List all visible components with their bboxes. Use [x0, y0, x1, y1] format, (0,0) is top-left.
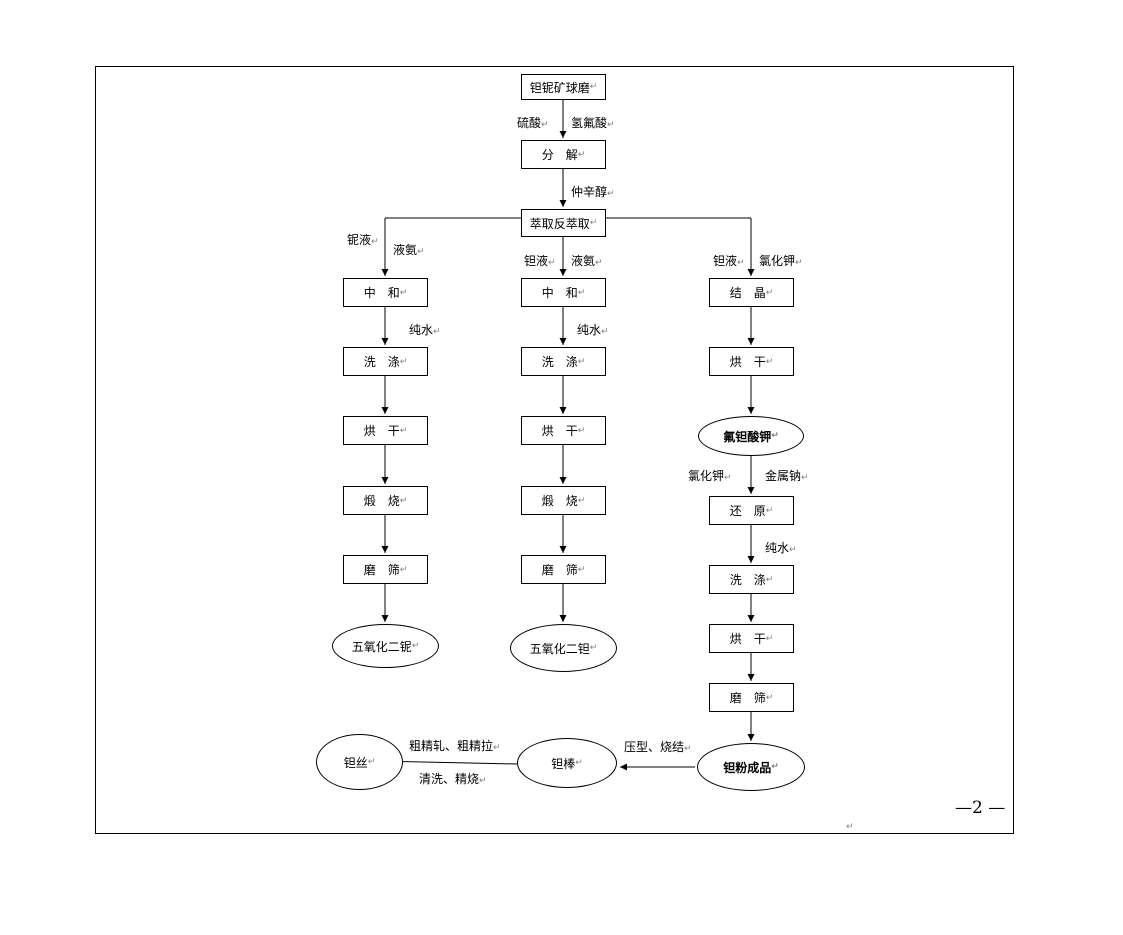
label-pure-water-k: 纯水↵	[765, 541, 797, 555]
node-ta-wire: 钽丝↵	[316, 734, 403, 790]
node-ta-calcine: 煅 烧↵	[521, 486, 606, 515]
node-ore-milling: 钽铌矿球磨↵	[521, 74, 606, 100]
label-press-sinter: 压型、烧结↵	[624, 740, 692, 754]
label-ammonia-nb: 液氨↵	[393, 243, 425, 257]
node-ta-grind: 磨 筛↵	[521, 555, 606, 584]
node-nb-calcine: 煅 烧↵	[343, 486, 428, 515]
label-pure-water-nb: 纯水↵	[409, 323, 441, 337]
node-extraction: 萃取反萃取↵	[521, 209, 606, 237]
node-ta-dry: 烘 干↵	[521, 416, 606, 445]
node-k-dry-2: 烘 干↵	[709, 624, 794, 653]
label-nb-liquor: 铌液↵	[347, 233, 379, 247]
node-decompose: 分 解↵	[521, 140, 606, 169]
page-frame	[95, 66, 1014, 834]
label-metallic-sodium: 金属钠↵	[765, 469, 809, 483]
label-hydrofluoric-acid: 氢氟酸↵	[571, 116, 615, 130]
label-sulfuric-acid: 硫酸↵	[517, 116, 549, 130]
label-pure-water-ta: 纯水↵	[577, 323, 609, 337]
page-number: —2 —	[955, 798, 1006, 818]
label-rolling-drawing: 粗精轧、粗精拉↵	[409, 739, 501, 753]
label-ammonia-ta: 液氨↵	[571, 254, 603, 268]
node-k-grind: 磨 筛↵	[709, 683, 794, 712]
label-octanol: 仲辛醇↵	[571, 185, 615, 199]
label-potassium-chloride-2: 氯化钾↵	[688, 469, 732, 483]
node-nb-grind: 磨 筛↵	[343, 555, 428, 584]
node-k-dry: 烘 干↵	[709, 347, 794, 376]
node-nb-neutralize: 中 和↵	[343, 278, 428, 307]
node-nb-wash: 洗 涤↵	[343, 347, 428, 376]
node-ta-neutralize: 中 和↵	[521, 278, 606, 307]
label-ta-liquor-k: 钽液↵	[713, 254, 745, 268]
paragraph-end-mark: ↵	[846, 822, 854, 832]
node-k-crystallize: 结 晶↵	[709, 278, 794, 307]
node-k-fluorotantalate: 氟钽酸钾↵	[698, 416, 804, 456]
node-k-wash: 洗 涤↵	[709, 565, 794, 594]
node-ta-powder-product: 钽粉成品↵	[697, 743, 805, 791]
label-potassium-chloride: 氯化钾↵	[759, 254, 803, 268]
label-ta-liquor: 钽液↵	[524, 254, 556, 268]
node-ta-wash: 洗 涤↵	[521, 347, 606, 376]
node-nb-oxide-product: 五氧化二铌↵	[332, 624, 439, 668]
node-k-reduce: 还 原↵	[709, 496, 794, 525]
node-nb-dry: 烘 干↵	[343, 416, 428, 445]
node-ta-rod: 钽棒↵	[517, 738, 617, 788]
label-clean-anneal: 清洗、精烧↵	[419, 772, 487, 786]
node-ta-oxide-product: 五氧化二钽↵	[510, 624, 617, 672]
